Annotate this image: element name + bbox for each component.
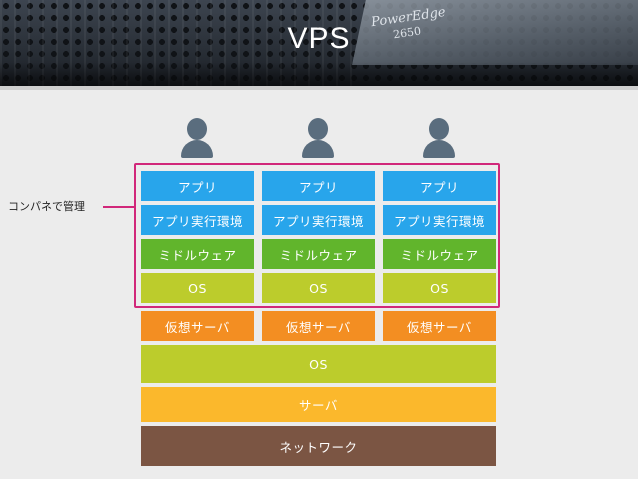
runtime-block: アプリ実行環境 bbox=[383, 205, 496, 235]
header-banner: PowerEdge 2650 VPS bbox=[0, 0, 638, 86]
virtual-server-block: 仮想サーバ bbox=[141, 311, 254, 341]
guest-os-block: OS bbox=[262, 273, 375, 303]
control-panel-label: コンパネで管理 bbox=[8, 200, 85, 213]
runtime-block: アプリ実行環境 bbox=[262, 205, 375, 235]
app-block: アプリ bbox=[141, 171, 254, 201]
middleware-block: ミドルウェア bbox=[141, 239, 254, 269]
header-divider bbox=[0, 86, 638, 90]
page-title: VPS bbox=[287, 22, 351, 55]
runtime-block: アプリ実行環境 bbox=[141, 205, 254, 235]
user-icon bbox=[181, 118, 213, 158]
header-shade bbox=[0, 62, 638, 86]
app-block: アプリ bbox=[262, 171, 375, 201]
middleware-block: ミドルウェア bbox=[383, 239, 496, 269]
virtual-server-block: 仮想サーバ bbox=[262, 311, 375, 341]
middleware-block: ミドルウェア bbox=[262, 239, 375, 269]
app-block: アプリ bbox=[383, 171, 496, 201]
host-os-block: OS bbox=[141, 345, 496, 383]
network-block: ネットワーク bbox=[141, 426, 496, 466]
control-panel-frame bbox=[134, 163, 500, 308]
user-icon bbox=[423, 118, 455, 158]
user-icon bbox=[302, 118, 334, 158]
virtual-server-block: 仮想サーバ bbox=[383, 311, 496, 341]
server-block: サーバ bbox=[141, 387, 496, 422]
guest-os-block: OS bbox=[141, 273, 254, 303]
control-panel-connector bbox=[103, 206, 134, 208]
guest-os-block: OS bbox=[383, 273, 496, 303]
